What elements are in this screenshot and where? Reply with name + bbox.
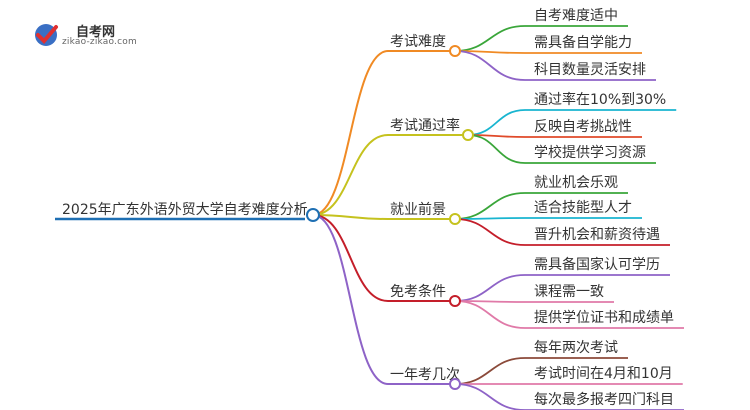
logo-name: 自考网 xyxy=(76,25,116,40)
leaf-label: 课程需一致 xyxy=(534,284,604,300)
leaf-label: 自考难度适中 xyxy=(534,8,618,24)
branch-node-circle xyxy=(462,129,474,141)
leaf-label: 需具备国家认可学历 xyxy=(534,256,660,273)
leaf-connector xyxy=(454,50,526,81)
leaf-connector xyxy=(454,192,526,220)
leaf-label: 每年两次考试 xyxy=(534,340,618,356)
leaf-connector xyxy=(454,300,526,329)
branch-label: 就业前景 xyxy=(390,201,446,218)
branch-node-circle xyxy=(449,378,461,390)
leaf-connector xyxy=(454,383,526,410)
branch-connector xyxy=(312,214,389,385)
leaf-label: 适合技能型人才 xyxy=(534,200,632,216)
leaf-label: 就业机会乐观 xyxy=(534,175,618,191)
branch-connector xyxy=(312,50,389,216)
leaf-label: 科目数量灵活安排 xyxy=(534,62,646,78)
branch-label: 考试通过率 xyxy=(390,117,460,134)
leaf-label: 通过率在10%到30% xyxy=(534,91,666,108)
branch-node-circle xyxy=(449,295,461,307)
leaf-label: 晋升机会和薪资待遇 xyxy=(534,227,660,243)
branch-connector xyxy=(312,214,389,220)
branch-label: 考试难度 xyxy=(390,34,446,50)
logo-url: zikao-zikao.com xyxy=(62,37,137,47)
logo xyxy=(32,20,162,50)
branch-node-circle xyxy=(449,213,461,225)
leaf-connector xyxy=(454,274,526,302)
leaf-label: 提供学位证书和成绩单 xyxy=(534,310,674,326)
branch-connector xyxy=(312,134,389,216)
leaf-label: 每次最多报考四门科目 xyxy=(534,391,674,408)
root-label: 2025年广东外语外贸大学自考难度分析 xyxy=(62,202,308,218)
branch-label: 免考条件 xyxy=(390,283,446,300)
leaf-label: 学校提供学习资源 xyxy=(534,144,646,161)
branch-node-circle xyxy=(449,45,461,57)
leaf-connector xyxy=(454,357,526,385)
leaf-connector xyxy=(467,134,526,164)
root-node-circle xyxy=(306,208,320,222)
leaf-label: 考试时间在4月和10月 xyxy=(534,366,673,382)
leaf-connector xyxy=(454,218,526,246)
logo-icon xyxy=(35,24,58,46)
leaf-connector xyxy=(467,109,526,136)
branch-connector xyxy=(312,214,389,302)
branch-label: 一年考几次 xyxy=(390,367,460,383)
leaf-connector xyxy=(454,217,526,220)
leaf-label: 反映自考挑战性 xyxy=(534,119,632,135)
leaf-connector xyxy=(454,25,526,52)
leaf-label: 需具备自学能力 xyxy=(534,34,632,51)
